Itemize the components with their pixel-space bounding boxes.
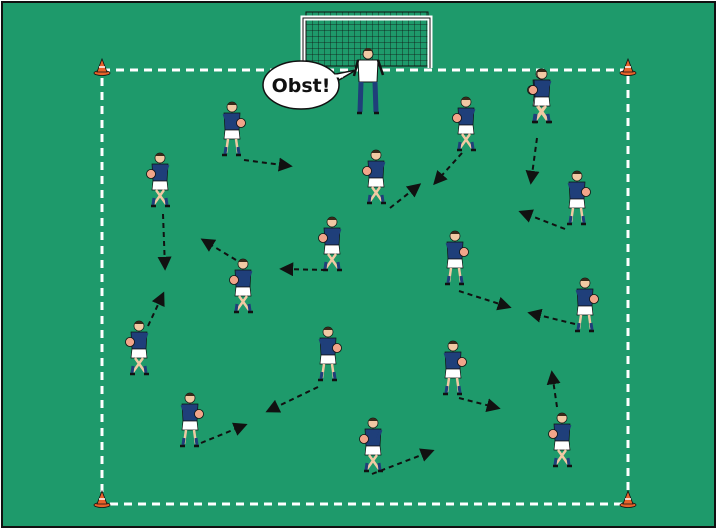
speech-bubble-text: Obst! [272,75,331,97]
